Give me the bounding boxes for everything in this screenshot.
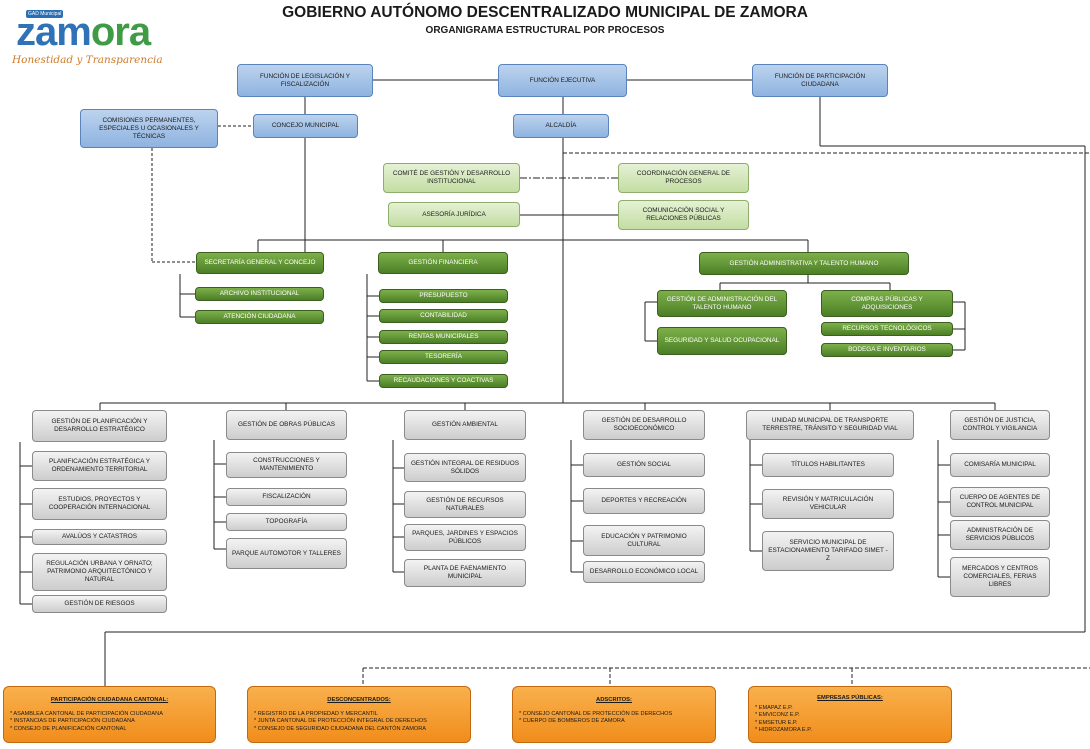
municipal-council-box: CONCEJO MUNICIPAL [253, 114, 358, 138]
deconcentrated-box: DESCONCENTRADOS: * REGISTRO DE LA PROPIE… [247, 686, 471, 743]
entity-item: * CONSEJO DE SEGURIDAD CIUDADANA DEL CAN… [254, 725, 426, 732]
transport-item: SERVICIO MUNICIPAL DE ESTACIONAMIENTO TA… [762, 531, 894, 571]
public-purchases-box: COMPRAS PÚBLICAS Y ADQUISICIONES [821, 290, 953, 317]
attached-entities-box: ADSCRITOS: * CONSEJO CANTONAL DE PROTECC… [512, 686, 716, 743]
page-title: GOBIERNO AUTÓNOMO DESCENTRALIZADO MUNICI… [282, 4, 808, 21]
planning-item: AVALÚOS Y CATASTROS [32, 529, 167, 545]
talent-management-box: GESTIÓN DE ADMINISTRACIÓN DEL TALENTO HU… [657, 290, 787, 317]
entity-item: * HIDROZAMORA E.P. [755, 726, 812, 733]
socioeconomic-item: DESARROLLO ECONÓMICO LOCAL [583, 561, 705, 583]
commissions-box: COMISIONES PERMANENTES, ESPECIALES U OCA… [80, 109, 218, 148]
transport-box: UNIDAD MUNICIPAL DE TRANSPORTE TERRESTRE… [746, 410, 914, 440]
entity-item: * EMAPAZ E.P. [755, 705, 793, 711]
entity-title: ADSCRITOS: [596, 697, 632, 703]
entity-item: * CONSEJO DE PLANIFICACIÓN CANTONAL [10, 725, 127, 732]
planning-item: ESTUDIOS, PROYECTOS Y COOPERACIÓN INTERN… [32, 488, 167, 520]
socioeconomic-item: EDUCACIÓN Y PATRIMONIO CULTURAL [583, 525, 705, 556]
archive-box: ARCHIVO INSTITUCIONAL [195, 287, 324, 301]
committee-box: COMITÉ DE GESTIÓN Y DESARROLLO INSTITUCI… [383, 163, 520, 193]
public-companies-box: EMPRESAS PÚBLICAS: * EMAPAZ E.P. * EMVIC… [748, 686, 952, 743]
public-works-item: TOPOGRAFÍA [226, 513, 347, 531]
public-works-item: PARQUE AUTOMOTOR Y TALLERES [226, 538, 347, 569]
entity-item: * CONSEJO CANTONAL DE PROTECCIÓN DE DERE… [519, 711, 673, 717]
environmental-box: GESTIÓN AMBIENTAL [404, 410, 526, 440]
entity-item: * EMVICONZ E.P. [755, 712, 800, 719]
legislation-function-box: FUNCIÓN DE LEGISLACIÓN Y FISCALIZACIÓN [237, 64, 373, 97]
coordination-box: COORDINACIÓN GENERAL DE PROCESOS [618, 163, 749, 193]
transport-item: TÍTULOS HABILITANTES [762, 453, 894, 477]
logo-badge: GAD Municipal [26, 10, 64, 18]
justice-item: MERCADOS Y CENTROS COMERCIALES, FERIAS L… [950, 557, 1050, 597]
environmental-item: PARQUES, JARDINES Y ESPACIOS PÚBLICOS [404, 524, 526, 551]
finance-box: GESTIÓN FINANCIERA [378, 252, 508, 274]
public-works-item: CONSTRUCCIONES Y MANTENIMIENTO [226, 452, 347, 478]
collections-box: RECAUDACIONES Y COACTIVAS [379, 374, 508, 388]
occupational-safety-box: SEGURIDAD Y SALUD OCUPACIONAL [657, 327, 787, 355]
entity-title: PARTICIPACIÓN CIUDADANA CANTONAL: [50, 697, 169, 703]
page-subtitle: ORGANIGRAMA ESTRUCTURAL POR PROCESOS [425, 25, 665, 36]
secretary-box: SECRETARÍA GENERAL Y CONCEJO [196, 252, 324, 274]
socioeconomic-item: DEPORTES Y RECREACIÓN [583, 488, 705, 514]
justice-item: CUERPO DE AGENTES DE CONTROL MUNICIPAL [950, 487, 1050, 517]
municipal-revenue-box: RENTAS MUNICIPALES [379, 330, 508, 344]
entity-item: * EMSETUR E.P. [755, 719, 798, 726]
planning-item: GESTIÓN DE RIESGOS [32, 595, 167, 613]
warehouse-box: BODEGA E INVENTARIOS [821, 343, 953, 357]
environmental-item: PLANTA DE FAENAMIENTO MUNICIPAL [404, 559, 526, 587]
planning-item: REGULACIÓN URBANA Y ORNATO; PATRIMONIO A… [32, 553, 167, 591]
tech-resources-box: RECURSOS TECNOLÓGICOS [821, 322, 953, 336]
entity-item: * CUERPO DE BOMBEROS DE ZAMORA [519, 718, 625, 725]
mayor-office-box: ALCALDÍA [513, 114, 609, 138]
entity-title: DESCONCENTRADOS: [327, 697, 391, 703]
citizen-participation-box: PARTICIPACIÓN CIUDADANA CANTONAL: * ASAM… [3, 686, 216, 743]
entity-title: EMPRESAS PÚBLICAS: [817, 695, 883, 701]
environmental-item: GESTIÓN INTEGRAL DE RESIDUOS SÓLIDOS [404, 453, 526, 482]
municipality-logo: zamora GAD Municipal Honestidad y Transp… [6, 6, 171, 74]
legal-advisory-box: ASESORÍA JURÍDICA [388, 202, 520, 227]
justice-item: ADMINISTRACIÓN DE SERVICIOS PÚBLICOS [950, 520, 1050, 550]
transport-item: REVISIÓN Y MATRICULACIÓN VEHICULAR [762, 489, 894, 519]
public-works-item: FISCALIZACIÓN [226, 488, 347, 506]
executive-function-box: FUNCIÓN EJECUTIVA [498, 64, 627, 97]
budget-box: PRESUPUESTO [379, 289, 508, 303]
participation-function-box: FUNCIÓN DE PARTICIPACIÓN CIUDADANA [752, 64, 888, 97]
entity-item: * JUNTA CANTONAL DE PROTECCIÓN INTEGRAL … [254, 718, 427, 725]
public-works-box: GESTIÓN DE OBRAS PÚBLICAS [226, 410, 347, 440]
logo-slogan: Honestidad y Transparencia [12, 54, 163, 66]
entity-item: * INSTANCIAS DE PARTICIPACIÓN CIUDADANA [10, 718, 135, 725]
socioeconomic-item: GESTIÓN SOCIAL [583, 453, 705, 477]
citizen-attention-box: ATENCIÓN CIUDADANA [195, 310, 324, 324]
socioeconomic-box: GESTIÓN DE DESARROLLO SOCIOECONÓMICO [583, 410, 705, 440]
planning-item: PLANIFICACIÓN ESTRATÉGICA Y ORDENAMIENTO… [32, 451, 167, 481]
entity-item: * ASAMBLEA CANTONAL DE PARTICIPACIÓN CIU… [10, 711, 163, 717]
treasury-box: TESORERÍA [379, 350, 508, 364]
environmental-item: GESTIÓN DE RECURSOS NATURALES [404, 491, 526, 518]
planning-box: GESTIÓN DE PLANIFICACIÓN Y DESARROLLO ES… [32, 410, 167, 442]
accounting-box: CONTABILIDAD [379, 309, 508, 323]
justice-box: GESTIÓN DE JUSTICIA, CONTROL Y VIGILANCI… [950, 410, 1050, 440]
justice-item: COMISARÍA MUNICIPAL [950, 453, 1050, 477]
entity-item: * REGISTRO DE LA PROPIEDAD Y MERCANTIL [254, 711, 378, 717]
admin-talent-box: GESTIÓN ADMINISTRATIVA Y TALENTO HUMANO [699, 252, 909, 275]
communication-box: COMUNICACIÓN SOCIAL Y RELACIONES PÚBLICA… [618, 200, 749, 230]
